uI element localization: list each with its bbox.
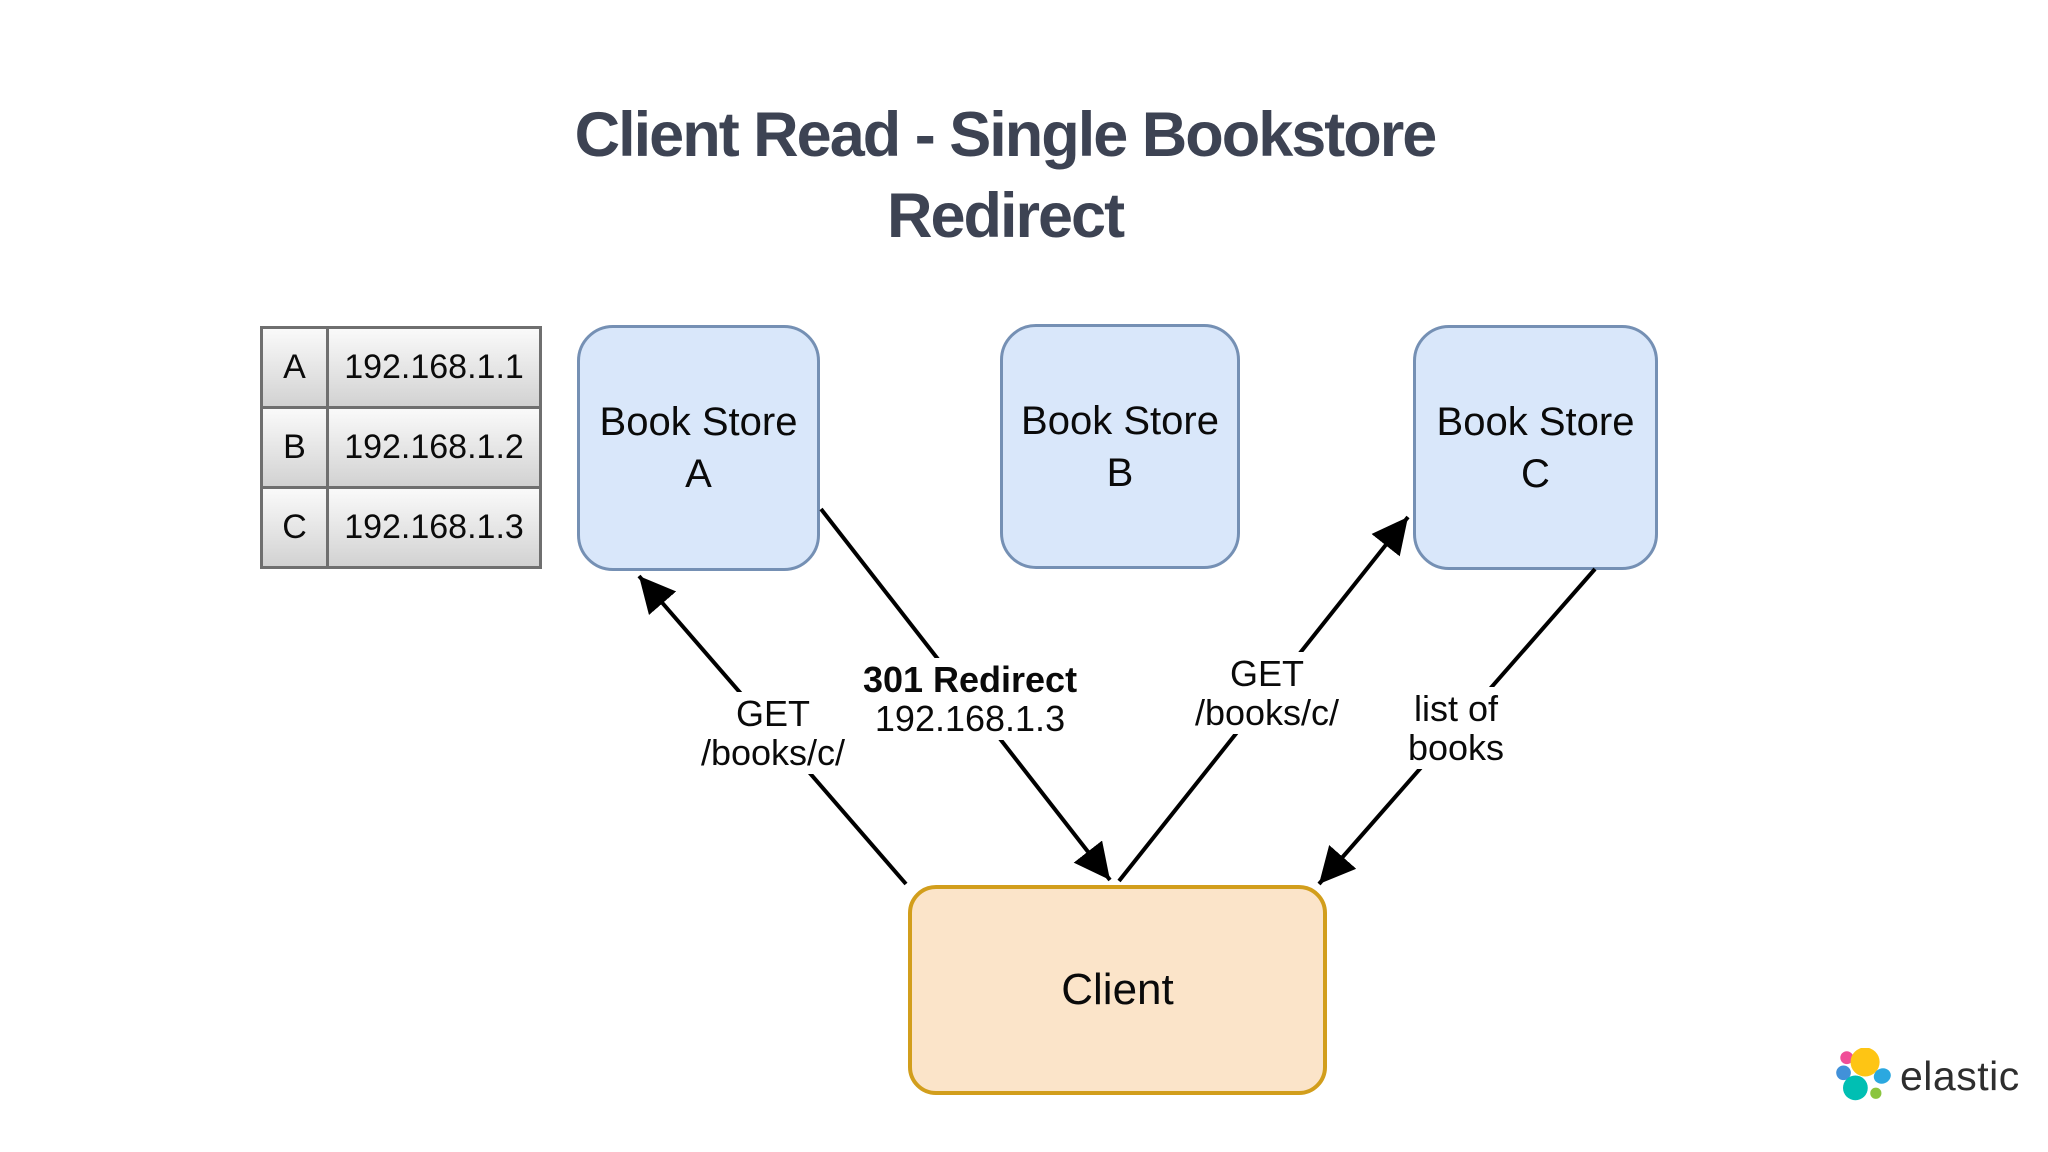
- node-label: C: [1521, 451, 1550, 496]
- edge-label-line: books: [1407, 727, 1505, 768]
- table-cell-key-b: B: [263, 409, 326, 486]
- title-line-2: Redirect: [886, 181, 1125, 251]
- edge-label-line: 192.168.1.3: [874, 698, 1066, 739]
- table-cell-key-a: A: [263, 329, 326, 406]
- node-book-store-b: Book Store B: [1000, 324, 1240, 569]
- table-cell-ip-a: 192.168.1.1: [329, 329, 539, 406]
- title-line-1: Client Read - Single Bookstore: [574, 100, 1438, 170]
- node-label: Book Store: [1021, 398, 1219, 443]
- table-cell-ip-c: 192.168.1.3: [329, 489, 539, 566]
- node-label: A: [685, 452, 712, 496]
- node-label: Book Store: [1436, 399, 1635, 444]
- node-label: B: [1106, 450, 1134, 495]
- node-book-store-a: Book Store A: [577, 325, 820, 571]
- elastic-logo-text: elastic: [1900, 1052, 2020, 1099]
- edge-label-301-redirect: 301 Redirect 192.168.1.3: [852, 658, 1088, 740]
- edge-label-line: /books/c/: [1194, 692, 1340, 733]
- edge-label-list-of-books: list of books: [1397, 687, 1515, 769]
- elastic-logo: elastic: [1836, 1048, 2020, 1104]
- edge-label-line: /books/c/: [700, 732, 846, 773]
- edge-label-get-books-c: GET /books/c/: [1184, 652, 1350, 734]
- elastic-logo-icon: [1836, 1048, 1891, 1101]
- page-title: Client Read - Single Bookstore Redirect: [0, 95, 2010, 257]
- edge-label-line: list of: [1413, 688, 1499, 729]
- dns-table: A 192.168.1.1 B 192.168.1.2 C 192.168.1.…: [260, 326, 542, 569]
- node-label: Book Store: [599, 400, 798, 444]
- node-book-store-c: Book Store C: [1413, 325, 1658, 570]
- edge-label-line: GET: [735, 693, 811, 734]
- edge-label-line: 301 Redirect: [862, 659, 1078, 700]
- node-label: Client: [1061, 965, 1174, 1014]
- table-cell-key-c: C: [263, 489, 326, 566]
- edge-label-line: GET: [1229, 653, 1305, 694]
- table-cell-ip-b: 192.168.1.2: [329, 409, 539, 486]
- node-client: Client: [908, 885, 1327, 1095]
- edge-label-get-books-a: GET /books/c/: [690, 692, 856, 774]
